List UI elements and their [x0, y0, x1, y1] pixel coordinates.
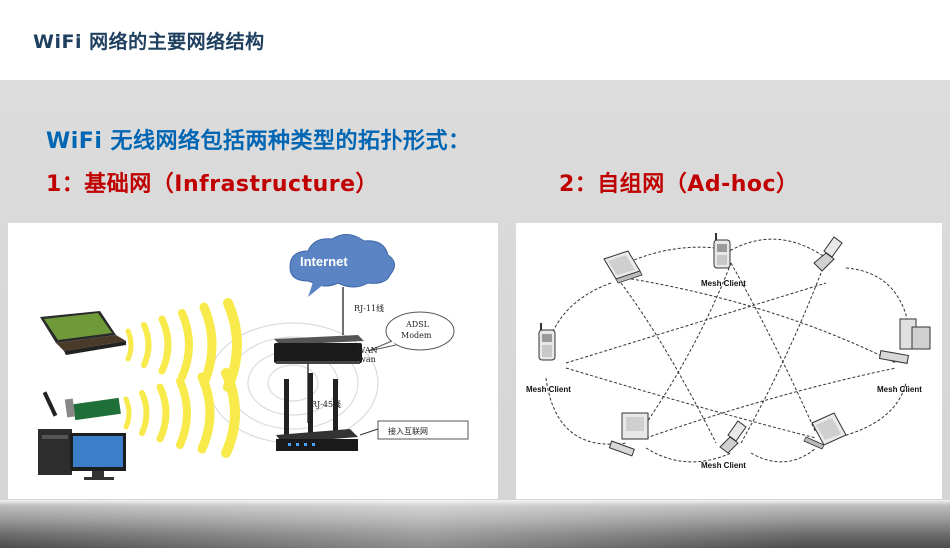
mesh-phone-icon-2 [813, 236, 843, 272]
adsl-label: ADSL [405, 320, 430, 329]
internet-label: Internet [300, 254, 348, 269]
mesh-phone-icon-1 [713, 233, 731, 269]
access-internet-label: 接入互联网 [388, 426, 428, 436]
modem-label: Modem [401, 331, 432, 340]
infrastructure-diagram-svg: Internet RJ-11线 ADSL Modem WAN wan RJ-45… [38, 234, 469, 480]
wireless-card-icon [42, 391, 121, 421]
wan-sublabel: wan [359, 355, 376, 364]
footer-shine [0, 500, 950, 548]
adsl-modem-callout [367, 311, 455, 352]
mesh-laptop-icon-2 [803, 412, 847, 450]
slide-content: WiFi 无线网络包括两种类型的拓扑形式： 1：基础网（Infrastructu… [0, 80, 950, 500]
adhoc-subheading-text: 2：自组网（Ad-hoc） [559, 172, 799, 197]
mesh-client-label-top: Mesh Client [701, 279, 746, 288]
topology-heading: WiFi 无线网络包括两种类型的拓扑形式： [46, 129, 471, 154]
mesh-client-label-left: Mesh Client [526, 385, 571, 394]
wifi-waves-bottom [123, 368, 240, 458]
mesh-client-label-bottom: Mesh Client [701, 461, 746, 470]
mesh-phone-icon-3 [538, 323, 556, 361]
adhoc-subheading: 2：自组网（Ad-hoc） [559, 166, 799, 203]
access-label-box [377, 420, 469, 440]
slide-title: WiFi 网络的主要网络结构 [33, 31, 265, 53]
mesh-laptop-icon-1 [603, 250, 643, 284]
mesh-pc-icon [608, 412, 649, 457]
infrastructure-diagram: Internet RJ-11线 ADSL Modem WAN wan RJ-45… [8, 223, 498, 499]
infrastructure-subheading: 1：基础网（Infrastructure） [46, 172, 379, 197]
slide-footer-bar [0, 500, 950, 548]
modem-icon [274, 335, 364, 364]
slide-header: WiFi 网络的主要网络结构 [0, 0, 950, 80]
mesh-links [545, 238, 912, 463]
internet-cloud-icon [289, 234, 395, 297]
mesh-phone-icon-4 [719, 420, 747, 454]
wifi-waves-top [125, 298, 242, 392]
mesh-desktop-icon [878, 318, 931, 364]
rj45-label: RJ-45线 [311, 399, 341, 409]
desktop-pc-icon [38, 429, 126, 480]
wireless-router-icon [276, 373, 358, 451]
wan-label: WAN [357, 346, 378, 355]
rj11-label: RJ-11线 [354, 303, 384, 313]
laptop-icon [40, 311, 126, 355]
adhoc-diagram-svg: Mesh Client Mesh Client Mesh Client [526, 233, 931, 470]
mesh-client-label-right: Mesh Client [877, 385, 922, 394]
adhoc-diagram: Mesh Client Mesh Client Mesh Client [516, 223, 942, 499]
